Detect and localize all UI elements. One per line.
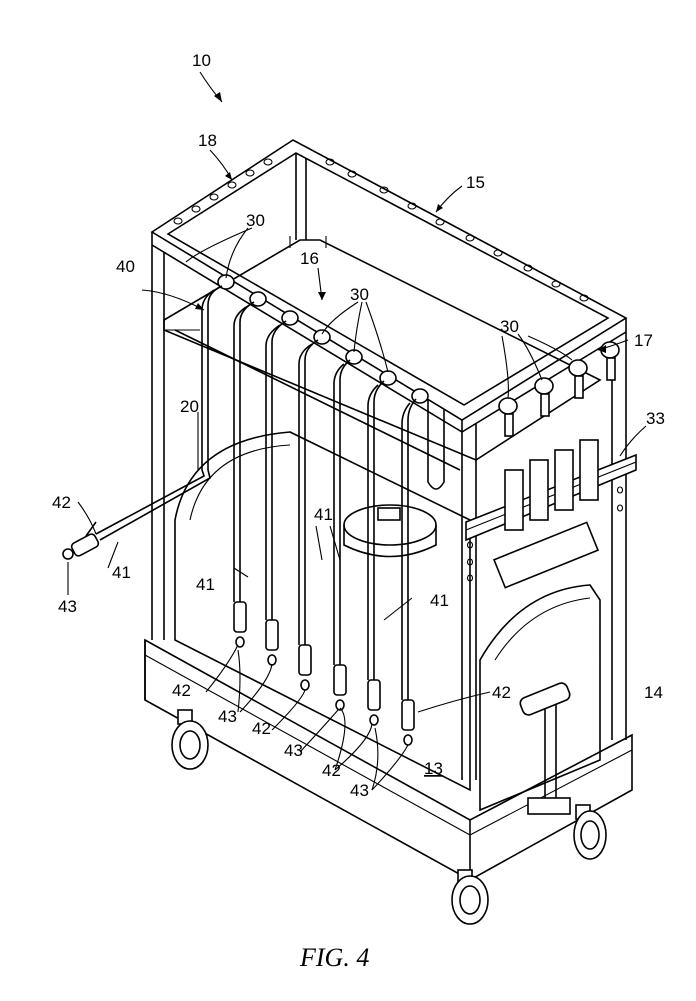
frame-posts	[151, 153, 627, 780]
caster-front-left	[171, 709, 209, 770]
label-41-b: 41	[314, 505, 333, 524]
rim-holes	[173, 158, 589, 302]
label-41-a: 41	[196, 575, 215, 594]
figure-caption: FIG. 4	[299, 943, 369, 972]
label-15: 15	[466, 173, 485, 192]
label-42-right: 42	[492, 683, 511, 702]
elbow-fittings	[217, 274, 429, 404]
label-17: 17	[634, 331, 653, 350]
label-42-a: 42	[172, 681, 191, 700]
label-40: 40	[116, 257, 135, 276]
label-43-left: 43	[58, 597, 77, 616]
label-43-a: 43	[218, 707, 237, 726]
manifold-rail	[465, 439, 637, 589]
nozzles	[62, 521, 415, 746]
left-tank	[174, 431, 471, 792]
label-10: 10	[192, 51, 211, 70]
right-tank	[479, 584, 601, 812]
caster-right	[573, 804, 607, 860]
label-43-b: 43	[284, 741, 303, 760]
label-30-left: 30	[246, 211, 265, 230]
label-42-b: 42	[252, 719, 271, 738]
leader-lines	[67, 71, 647, 791]
right-valves	[498, 341, 620, 437]
push-handle	[519, 682, 571, 815]
label-33: 33	[646, 409, 665, 428]
label-14: 14	[644, 683, 663, 702]
label-41-c: 41	[430, 591, 449, 610]
label-16: 16	[300, 249, 319, 268]
label-13: 13	[424, 759, 443, 778]
label-20: 20	[180, 397, 199, 416]
hoses	[95, 285, 445, 700]
base-tray	[144, 638, 633, 881]
label-41-left: 41	[112, 563, 131, 582]
label-43-c: 43	[350, 781, 369, 800]
label-42-left: 42	[52, 493, 71, 512]
label-18: 18	[198, 131, 217, 150]
caster-front-center	[451, 869, 489, 925]
tank-cap	[343, 504, 437, 558]
reference-numerals: 10 18 15 16 40 30 30 30 17 33 20 42 43 4…	[52, 51, 665, 800]
post-holes	[466, 486, 624, 582]
label-30-center: 30	[350, 285, 369, 304]
label-30-right: 30	[500, 317, 519, 336]
label-42-c: 42	[322, 761, 341, 780]
